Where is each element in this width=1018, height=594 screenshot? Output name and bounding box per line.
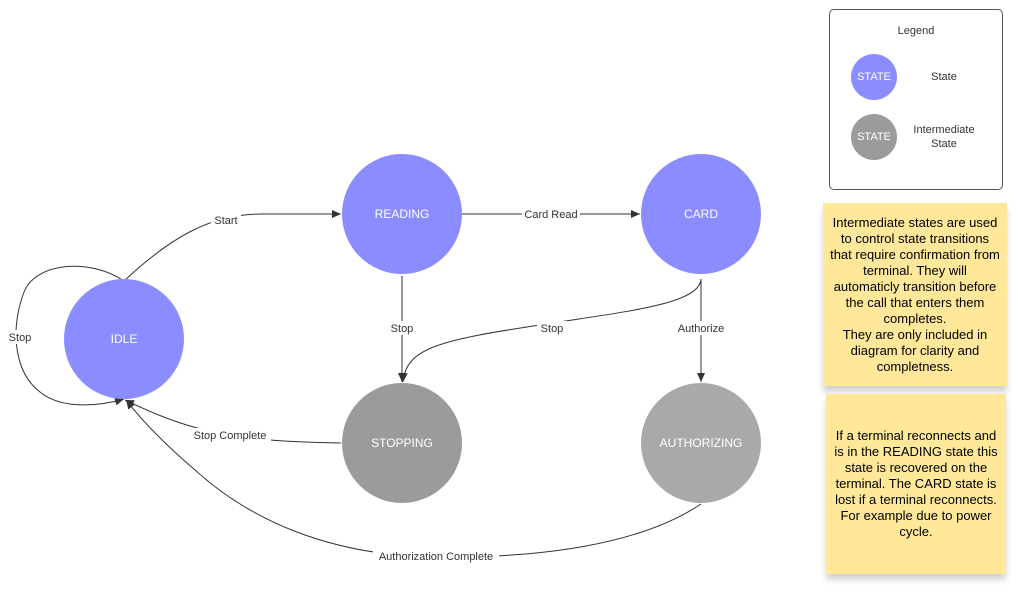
edge-idle-to-reading: [123, 210, 341, 282]
edge-label-stop-idle: Stop: [9, 332, 32, 344]
note-line: lost if a terminal reconnects.: [835, 492, 997, 507]
legend-state-label: State: [931, 71, 957, 83]
edge-label-authorization-complete: Authorization Complete: [379, 551, 493, 563]
legend-state-swatch-label: STATE: [857, 71, 891, 83]
note-line: diagram for clarity and: [850, 342, 980, 358]
note-line: is in the READING state this: [834, 444, 998, 459]
note-line: cycle.: [899, 524, 933, 539]
node-card: [641, 154, 761, 274]
edge-label-stop-reading: Stop: [391, 323, 414, 335]
legend-intermediate-label-line2: State: [931, 138, 957, 150]
note-line: completes.: [883, 310, 947, 326]
legend-intermediate-swatch: STATE: [851, 114, 897, 160]
note-line: Intermediate states are used: [832, 214, 998, 230]
legend-intermediate-label-line1: Intermediate: [913, 124, 975, 136]
edge-label-authorize: Authorize: [678, 323, 724, 335]
node-reading-label: READING: [375, 207, 430, 221]
note-line: They are only included in: [842, 326, 988, 342]
note-line: terminal. They will: [863, 262, 967, 278]
note-reconnect-text: If a terminal reconnects and is in the R…: [834, 428, 997, 540]
note-line: For example due to power: [840, 508, 992, 523]
note-reconnect: If a terminal reconnects and is in the R…: [826, 394, 1006, 574]
node-idle: [64, 279, 184, 399]
node-reading: [342, 154, 462, 274]
edge-label-card-read: Card Read: [524, 209, 577, 221]
legend-state-swatch: STATE: [851, 54, 897, 100]
note-line: the call that enters them: [845, 294, 985, 310]
edge-authorizing-to-idle: [125, 399, 702, 558]
note-line: state is recovered on the: [844, 460, 988, 475]
note-line: terminal. The CARD state is: [835, 476, 997, 491]
note-line: to control state transitions: [840, 230, 990, 246]
legend-title: Legend: [897, 25, 935, 37]
node-authorizing: [641, 383, 761, 503]
legend-intermediate-label: Intermediate State: [906, 123, 982, 151]
node-stopping: [342, 383, 462, 503]
node-card-label: CARD: [684, 207, 718, 221]
legend-intermediate-swatch-label: STATE: [857, 131, 891, 143]
note-intermediate-text: Intermediate states are used to control …: [830, 215, 1000, 375]
node-authorizing-label: AUTHORIZING: [660, 436, 743, 450]
note-line: If a terminal reconnects and: [835, 428, 997, 443]
note-line: completness.: [876, 358, 954, 374]
legend: Legend STATE State STATE Intermediate St…: [829, 9, 1003, 190]
note-line: automaticly transition before: [833, 278, 997, 294]
edge-label-stop-card: Stop: [541, 323, 564, 335]
node-idle-label: IDLE: [111, 332, 138, 346]
note-intermediate-states: Intermediate states are used to control …: [823, 203, 1007, 386]
note-line: that require confirmation from: [830, 246, 1000, 262]
node-stopping-label: STOPPING: [371, 436, 433, 450]
edge-label-stop-complete: Stop Complete: [194, 430, 267, 442]
edge-label-start: Start: [214, 215, 237, 227]
